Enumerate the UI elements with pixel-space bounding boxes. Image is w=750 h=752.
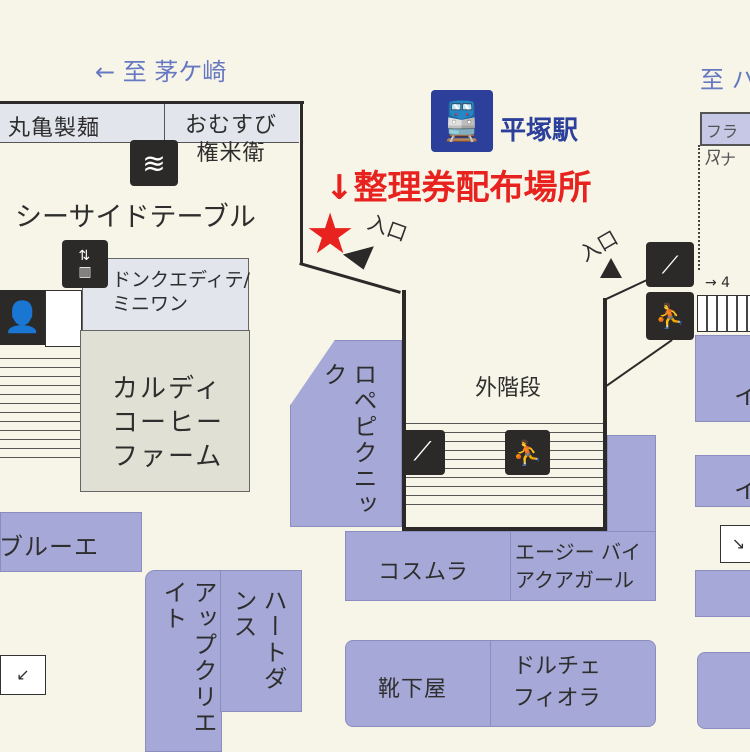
store-label: コスムラ xyxy=(378,560,469,585)
store-dolce-fiora[interactable]: ドルチェ フィオラ xyxy=(490,640,656,727)
store-block xyxy=(695,570,750,617)
store-kutsushitaya[interactable]: 靴下屋 xyxy=(345,640,491,727)
store-right-b[interactable]: イ xyxy=(695,455,750,507)
outer-stairs-label: 外階段 xyxy=(475,376,542,401)
elevator-icon: ⇅▥ xyxy=(62,240,108,288)
train-icon: 🚆 xyxy=(431,90,493,152)
store-seaside-table[interactable]: シーサイドテーブル xyxy=(15,202,256,233)
store-label: 丸亀製麺 xyxy=(8,116,101,141)
store-hana: ハナ xyxy=(704,150,737,169)
station-name: 平塚駅 xyxy=(500,116,579,146)
restroom-icon: 👤 xyxy=(0,290,45,345)
store-right-a[interactable]: イ xyxy=(695,335,750,422)
escalator-icon: ⟋ xyxy=(400,430,445,475)
store-donq[interactable] xyxy=(82,258,249,332)
store-kaldi[interactable] xyxy=(80,330,250,492)
store-upcreate[interactable] xyxy=(145,570,222,752)
store-label: ブルーエ xyxy=(0,533,99,561)
exit-arrow-icon: ↙ xyxy=(0,655,46,695)
store-omusubi[interactable] xyxy=(165,104,299,143)
wall xyxy=(402,290,406,530)
stairs-icon: ⛹ xyxy=(646,292,694,340)
wifi-icon: ≋ xyxy=(130,140,178,186)
store-marugame[interactable]: 丸亀製麺 xyxy=(0,104,165,143)
wall xyxy=(0,101,304,104)
store-label: イ xyxy=(734,382,750,410)
store-label: エージー バイ アクアガール xyxy=(515,540,641,592)
store-label: 靴下屋 xyxy=(378,677,448,702)
ticket-distribution-notice: ↓整理券配布場所 xyxy=(325,168,592,208)
entrance-label-left: 入口 xyxy=(364,209,411,247)
store-cosmura[interactable]: コスムラ xyxy=(345,531,511,601)
store-agby[interactable]: エージー バイ アクアガール xyxy=(510,531,656,601)
boundary xyxy=(698,145,700,270)
store-label-rope: ロペピクニック xyxy=(319,362,377,518)
store-label: ドルチェ フィオラ xyxy=(513,654,602,711)
store-label-omusubi: おむすび 権米衛 xyxy=(185,113,278,166)
store-label-upcreate: アップクリエイト xyxy=(159,580,217,736)
exit-arrow-icon: ↘ xyxy=(720,525,750,563)
star-marker-icon: ★ xyxy=(305,202,356,267)
store-bluee[interactable]: ブルーエ xyxy=(0,512,142,572)
stairs-icon: ⛹ xyxy=(505,430,550,475)
number-sign: → 4 xyxy=(705,275,731,291)
store-label-donq: ドンクエディテ/ ミニワン xyxy=(112,269,251,315)
direction-chigasaki: ← 至 茅ケ崎 xyxy=(95,58,227,86)
entrance-arrow-right-icon xyxy=(600,258,622,278)
store-label: フラワ xyxy=(706,122,739,165)
store-block xyxy=(697,652,750,729)
store-flower[interactable]: フラワ xyxy=(700,112,750,165)
wall xyxy=(603,298,607,531)
store-label-heartdance: ハートダンス xyxy=(229,588,287,692)
store-block xyxy=(607,435,656,532)
store-heartdance[interactable] xyxy=(220,570,302,712)
stairs-left xyxy=(0,350,80,465)
escalator-icon: ⟋ xyxy=(646,242,694,287)
wall xyxy=(300,101,303,263)
stairs-right xyxy=(697,295,750,332)
restroom-area xyxy=(45,290,82,347)
wall xyxy=(606,278,648,300)
store-label-kaldi: カルディ コーヒー ファーム xyxy=(112,374,225,472)
wall xyxy=(402,527,608,531)
store-label: イ xyxy=(734,476,750,504)
wall xyxy=(606,339,673,387)
direction-right: 至 ハ xyxy=(700,66,750,94)
